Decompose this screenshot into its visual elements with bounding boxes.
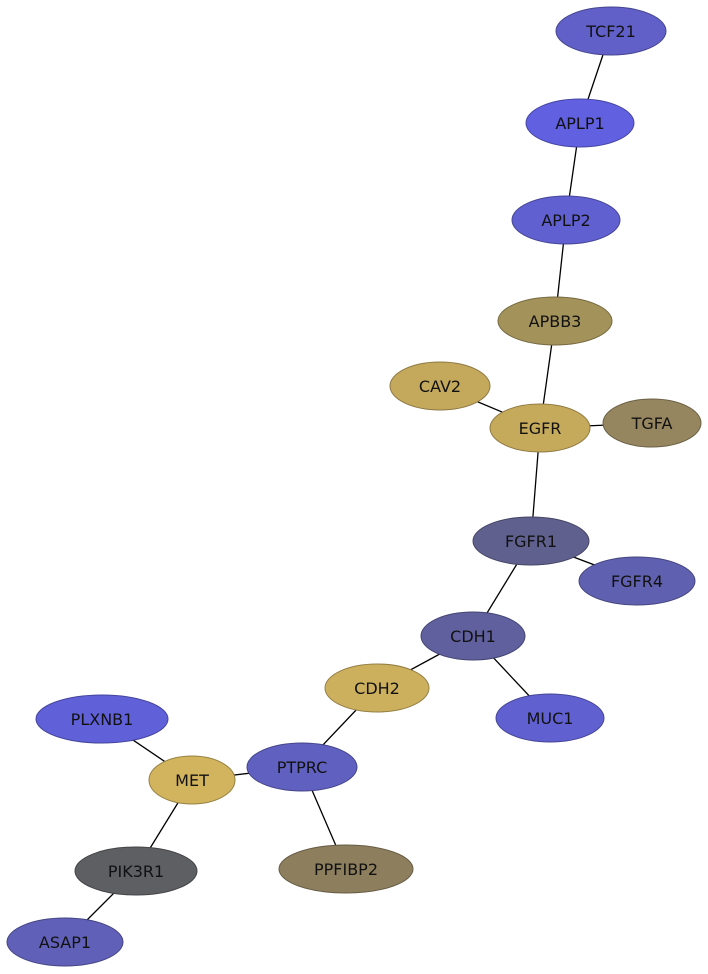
node-ellipse	[35, 694, 169, 744]
node-ellipse	[578, 556, 696, 606]
node-label: PTPRC	[277, 758, 328, 777]
node-label: TCF21	[585, 22, 636, 41]
node-ellipse	[489, 403, 591, 453]
node-aplp2[interactable]: APLP2	[511, 195, 621, 245]
node-ellipse	[602, 398, 702, 448]
node-met[interactable]: MET	[148, 755, 236, 805]
node-fgfr1[interactable]: FGFR1	[472, 516, 590, 566]
node-egfr[interactable]: EGFR	[489, 403, 591, 453]
node-ellipse	[495, 693, 605, 743]
node-ellipse	[555, 6, 667, 56]
node-ellipse	[246, 742, 358, 792]
node-label: APBB3	[529, 312, 582, 331]
node-apbb3[interactable]: APBB3	[497, 296, 613, 346]
node-label: CDH1	[450, 627, 496, 646]
node-cdh2[interactable]: CDH2	[324, 663, 430, 713]
node-label: MET	[175, 771, 209, 790]
node-label: CDH2	[354, 679, 400, 698]
node-ptprc[interactable]: PTPRC	[246, 742, 358, 792]
node-ppfibp2[interactable]: PPFIBP2	[278, 844, 414, 894]
node-plxnb1[interactable]: PLXNB1	[35, 694, 169, 744]
node-label: FGFR4	[611, 572, 663, 591]
node-label: APLP1	[555, 114, 604, 133]
node-ellipse	[497, 296, 613, 346]
node-pik3r1[interactable]: PIK3R1	[74, 846, 198, 896]
edge-layer	[64, 30, 653, 943]
node-label: ASAP1	[39, 933, 91, 952]
node-ellipse	[420, 611, 526, 661]
node-cav2[interactable]: CAV2	[389, 361, 491, 411]
node-ellipse	[278, 844, 414, 894]
node-ellipse	[525, 98, 635, 148]
node-ellipse	[389, 361, 491, 411]
node-ellipse	[472, 516, 590, 566]
node-label: EGFR	[519, 419, 562, 438]
node-label: FGFR1	[505, 532, 557, 551]
node-tgfa[interactable]: TGFA	[602, 398, 702, 448]
node-ellipse	[148, 755, 236, 805]
node-cdh1[interactable]: CDH1	[420, 611, 526, 661]
node-muc1[interactable]: MUC1	[495, 693, 605, 743]
node-aplp1[interactable]: APLP1	[525, 98, 635, 148]
node-label: CAV2	[419, 377, 461, 396]
node-label: APLP2	[541, 211, 590, 230]
node-ellipse	[511, 195, 621, 245]
node-tcf21[interactable]: TCF21	[555, 6, 667, 56]
node-fgfr4[interactable]: FGFR4	[578, 556, 696, 606]
node-asap1[interactable]: ASAP1	[6, 917, 124, 967]
node-label: PLXNB1	[71, 710, 134, 729]
node-ellipse	[74, 846, 198, 896]
node-ellipse	[6, 917, 124, 967]
node-label: TGFA	[631, 414, 673, 433]
node-label: PPFIBP2	[314, 860, 378, 879]
node-label: MUC1	[527, 709, 574, 728]
node-ellipse	[324, 663, 430, 713]
node-label: PIK3R1	[108, 862, 164, 881]
